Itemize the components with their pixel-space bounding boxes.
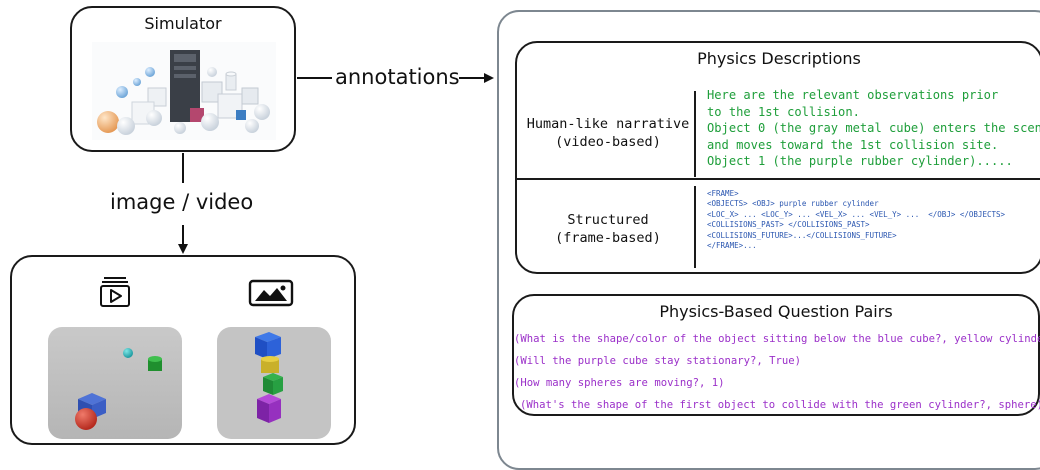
- annotations-label: annotations: [335, 65, 460, 89]
- simulator-box: Simulator: [70, 6, 296, 152]
- narrative-row-label: Human-like narrative (video-based): [526, 116, 690, 150]
- column-divider: [694, 186, 696, 268]
- physics-descriptions-box: Physics Descriptions Human-like narrativ…: [515, 41, 1040, 274]
- question-pair: (How many spheres are moving?, 1): [514, 377, 725, 389]
- image-video-label: image / video: [110, 190, 254, 214]
- structured-row-label: Structured (frame-based): [555, 212, 661, 246]
- image-icon: [248, 279, 294, 307]
- structured-text: <FRAME> <OBJECTS> <OBJ> purple rubber cy…: [707, 189, 1006, 251]
- simulator-title: Simulator: [144, 14, 222, 33]
- question-pair: (Will the purple cube stay stationary?, …: [514, 355, 802, 367]
- question-pairs-title: Physics-Based Question Pairs: [659, 302, 893, 321]
- video-render: [48, 327, 182, 439]
- connector-arrows: [178, 73, 494, 254]
- simulator-illustration: [92, 42, 276, 140]
- question-pair: (What's the shape of the first object to…: [520, 399, 1040, 411]
- row-divider: [517, 178, 1040, 180]
- column-divider: [694, 91, 696, 177]
- question-pairs-box: Physics-Based Question Pairs (What is th…: [512, 294, 1040, 416]
- narrative-text: Here are the relevant observations prior…: [707, 88, 1040, 168]
- rendered-output-box: [10, 255, 356, 445]
- question-pair: (What is the shape/color of the object s…: [514, 333, 1040, 345]
- physics-descriptions-title: Physics Descriptions: [697, 49, 861, 68]
- video-icon: [98, 275, 132, 309]
- image-render: [217, 327, 331, 439]
